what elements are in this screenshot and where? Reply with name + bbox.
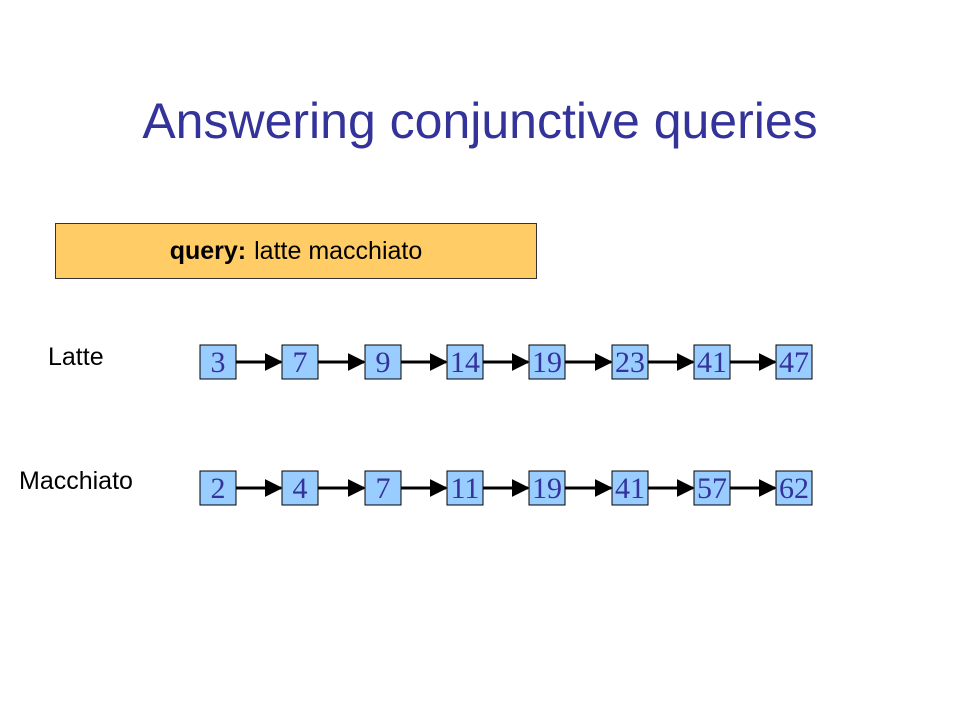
query-label: query: (169, 236, 247, 265)
posting-node-latte-41: 41 (693, 344, 731, 380)
query-box: query: latte macchiato (55, 223, 537, 279)
posting-node-macchiato-11: 11 (446, 470, 484, 506)
posting-doc-id: 57 (697, 472, 727, 505)
posting-node-latte-3: 3 (199, 344, 237, 380)
posting-node-macchiato-57: 57 (693, 470, 731, 506)
posting-doc-id: 62 (779, 472, 809, 505)
posting-doc-id: 2 (211, 472, 226, 505)
posting-node-macchiato-2: 2 (199, 470, 237, 506)
posting-node-macchiato-4: 4 (281, 470, 319, 506)
posting-node-latte-7: 7 (281, 344, 319, 380)
posting-node-box (775, 344, 813, 380)
posting-node-latte-9: 9 (364, 344, 402, 380)
posting-node-box (281, 470, 319, 506)
posting-node-latte-23: 23 (611, 344, 649, 380)
posting-node-box (281, 344, 319, 380)
posting-node-box (693, 344, 731, 380)
query-text: latte macchiato (254, 236, 423, 265)
posting-node-box (364, 470, 402, 506)
posting-doc-id: 11 (451, 472, 480, 505)
posting-doc-id: 7 (293, 346, 308, 379)
posting-doc-id: 23 (615, 346, 645, 379)
posting-node-box (528, 470, 566, 506)
posting-node-latte-19: 19 (528, 344, 566, 380)
slide-title: Answering conjunctive queries (142, 93, 818, 149)
posting-node-latte-47: 47 (775, 344, 813, 380)
posting-doc-id: 7 (376, 472, 391, 505)
posting-node-macchiato-19: 19 (528, 470, 566, 506)
posting-node-box (693, 470, 731, 506)
term-label-latte: Latte (48, 343, 104, 371)
term-label-macchiato: Macchiato (19, 467, 133, 495)
posting-node-box (446, 470, 484, 506)
posting-doc-id: 9 (376, 346, 391, 379)
posting-doc-id: 41 (615, 472, 645, 505)
posting-doc-id: 14 (450, 346, 480, 379)
posting-node-box (199, 470, 237, 506)
posting-node-box (775, 470, 813, 506)
posting-doc-id: 41 (697, 346, 727, 379)
posting-doc-id: 19 (532, 472, 562, 505)
posting-node-box (611, 470, 649, 506)
posting-node-latte-14: 14 (446, 344, 484, 380)
posting-node-box (528, 344, 566, 380)
posting-doc-id: 3 (211, 346, 226, 379)
posting-doc-id: 47 (779, 346, 809, 379)
posting-node-macchiato-7: 7 (364, 470, 402, 506)
posting-doc-id: 19 (532, 346, 562, 379)
posting-node-macchiato-62: 62 (775, 470, 813, 506)
posting-doc-id: 4 (293, 472, 308, 505)
posting-node-macchiato-41: 41 (611, 470, 649, 506)
